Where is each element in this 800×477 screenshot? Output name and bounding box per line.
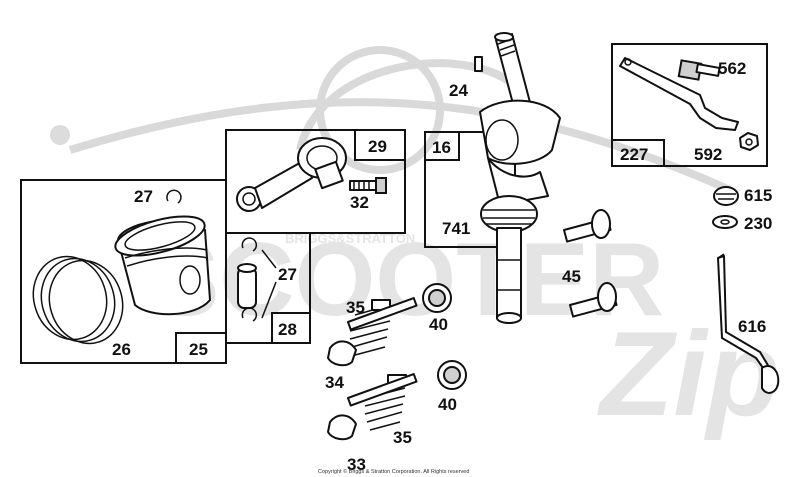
box-227: 227 <box>611 43 768 167</box>
connecting-rod <box>236 137 347 212</box>
crankshaft <box>479 32 561 324</box>
washer-230 <box>712 215 738 229</box>
callout-27b: 27 <box>278 265 297 284</box>
callout-45: 45 <box>562 267 581 286</box>
tappet-45-bottom <box>569 282 618 318</box>
callout-25: 25 <box>189 340 208 359</box>
piston <box>114 215 211 316</box>
callout-230: 230 <box>744 214 772 233</box>
callout-615: 615 <box>744 186 772 205</box>
leader-27b <box>261 249 277 319</box>
copyright-text: Copyright © Briggs & Stratton Corporatio… <box>318 468 469 475</box>
callout-741: 741 <box>442 219 470 238</box>
nut-615 <box>713 186 739 206</box>
nut-592 <box>739 132 759 151</box>
callout-33: 33 <box>347 455 366 474</box>
key-24 <box>474 56 483 72</box>
watermark-sub: BRIGGS&STRATTON <box>285 231 415 246</box>
callout-27a: 27 <box>134 187 153 206</box>
box-29: 29 <box>225 129 406 234</box>
watermark-script: Zip <box>597 307 780 441</box>
callout-40b: 40 <box>438 395 457 414</box>
retainer-40a <box>422 283 452 313</box>
callout-28: 28 <box>278 320 297 339</box>
callout-592: 592 <box>694 145 722 164</box>
box-25-tag <box>175 332 227 364</box>
box-227-frame <box>611 43 768 167</box>
callout-16: 16 <box>432 138 451 157</box>
callout-32: 32 <box>350 193 369 212</box>
callout-26: 26 <box>112 340 131 359</box>
governor-shaft-616 <box>717 253 780 394</box>
box-16-tag <box>424 131 460 161</box>
box-28-tag <box>271 312 311 344</box>
valve-34 <box>327 297 418 367</box>
box-29-tag <box>354 129 406 161</box>
callout-227: 227 <box>620 145 648 164</box>
callout-616: 616 <box>738 317 766 336</box>
callout-562: 562 <box>718 59 746 78</box>
piston-pin <box>237 263 257 309</box>
callout-29: 29 <box>368 137 387 156</box>
callout-34: 34 <box>325 373 344 392</box>
bolt-562 <box>677 59 721 81</box>
retainer-40b <box>437 360 467 390</box>
tappet-45-top <box>562 209 612 243</box>
valve-33 <box>327 373 418 441</box>
box-29-frame <box>225 129 406 234</box>
piston-rings <box>32 255 124 345</box>
watermark-brand: SCOOTER <box>150 222 664 338</box>
callout-35b: 35 <box>393 428 412 447</box>
box-227-tag <box>611 139 665 167</box>
circlip-27b-top <box>241 237 258 252</box>
rod-bolt-32 <box>349 177 387 194</box>
callout-40a: 40 <box>429 315 448 334</box>
circlip-27a <box>166 189 182 204</box>
watermark: SCOOTER BRIGGS&STRATTON Zip <box>50 46 780 441</box>
box-28-frame <box>225 232 311 344</box>
callout-24: 24 <box>449 81 468 100</box>
callout-35a: 35 <box>346 298 365 317</box>
box-28: 28 <box>225 232 311 344</box>
governor-lever <box>619 57 739 131</box>
